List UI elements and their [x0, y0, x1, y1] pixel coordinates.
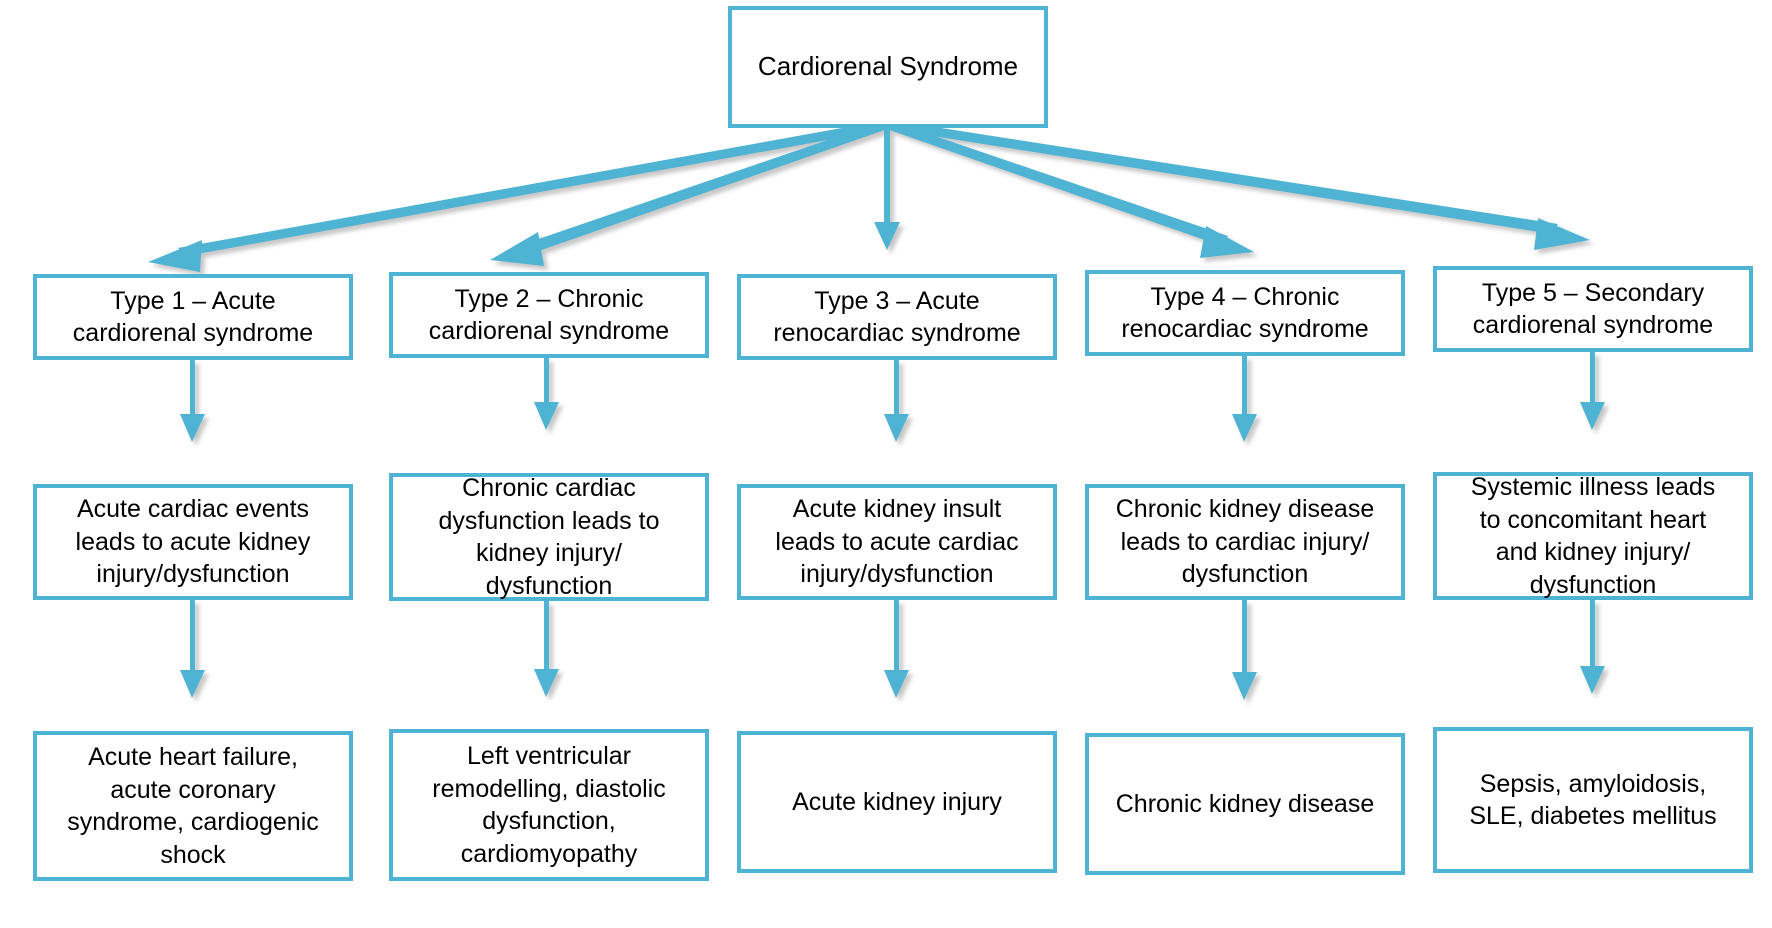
node-outcome-4[interactable]: Chronic kidney disease: [1085, 733, 1405, 875]
arrow-type-1-to-mech-1: [180, 360, 205, 442]
node-mechanism-2[interactable]: Chronic cardiac dysfunction leads to kid…: [389, 473, 709, 601]
node-type-3[interactable]: Type 3 – Acute renocardiac syndrome: [737, 274, 1057, 360]
arrow-mech-2-to-out-2: [534, 601, 559, 697]
node-cardiorenal-syndrome[interactable]: Cardiorenal Syndrome: [728, 6, 1048, 128]
node-outcome-5-label: Sepsis, amyloidosis, SLE, diabetes melli…: [1469, 769, 1717, 831]
arrow-root-to-type-4: [878, 120, 1254, 258]
node-mechanism-3[interactable]: Acute kidney insult leads to acute cardi…: [737, 484, 1057, 600]
node-outcome-5[interactable]: Sepsis, amyloidosis, SLE, diabetes melli…: [1433, 727, 1753, 873]
node-outcome-2-label: Left ventricular remodelling, diastolic …: [432, 742, 666, 868]
arrow-mech-4-to-out-4: [1232, 600, 1257, 700]
node-type-1-label: Type 1 – Acute cardiorenal syndrome: [72, 286, 314, 348]
arrow-root-to-type-3: [874, 120, 900, 250]
arrow-type-5-to-mech-5: [1580, 352, 1605, 430]
node-outcome-1-label: Acute heart failure, acute coronary synd…: [67, 743, 319, 869]
node-type-4-label: Type 4 – Chronic renocardiac syndrome: [1121, 282, 1369, 344]
arrow-type-3-to-mech-3: [884, 360, 909, 442]
node-root-label: Cardiorenal Syndrome: [757, 51, 1019, 82]
node-type-2-label: Type 2 – Chronic cardiorenal syndrome: [428, 284, 670, 346]
node-type-5-label: Type 5 – Secondary cardiorenal syndrome: [1472, 278, 1714, 340]
arrow-type-2-to-mech-2: [534, 358, 559, 430]
node-mechanism-4[interactable]: Chronic kidney disease leads to cardiac …: [1085, 484, 1405, 600]
arrow-root-to-type-2: [490, 120, 896, 266]
node-outcome-3-label: Acute kidney injury: [792, 787, 1002, 816]
node-mechanism-4-label: Chronic kidney disease leads to cardiac …: [1115, 495, 1375, 589]
node-mechanism-2-label: Chronic cardiac dysfunction leads to kid…: [438, 474, 660, 600]
arrow-mech-3-to-out-3: [884, 600, 909, 698]
arrow-mech-5-to-out-5: [1580, 600, 1605, 694]
node-outcome-2[interactable]: Left ventricular remodelling, diastolic …: [389, 729, 709, 881]
arrow-mech-1-to-out-1: [180, 600, 205, 698]
node-type-1[interactable]: Type 1 – Acute cardiorenal syndrome: [33, 274, 353, 360]
arrow-type-4-to-mech-4: [1232, 356, 1257, 442]
arrow-root-to-type-1: [148, 120, 894, 272]
node-outcome-3[interactable]: Acute kidney injury: [737, 731, 1057, 873]
node-outcome-1[interactable]: Acute heart failure, acute coronary synd…: [33, 731, 353, 881]
node-outcome-4-label: Chronic kidney disease: [1115, 789, 1375, 818]
node-type-3-label: Type 3 – Acute renocardiac syndrome: [773, 286, 1021, 348]
node-type-5[interactable]: Type 5 – Secondary cardiorenal syndrome: [1433, 266, 1753, 352]
node-type-2[interactable]: Type 2 – Chronic cardiorenal syndrome: [389, 272, 709, 358]
node-type-4[interactable]: Type 4 – Chronic renocardiac syndrome: [1085, 270, 1405, 356]
node-mechanism-1-label: Acute cardiac events leads to acute kidn…: [75, 495, 311, 589]
arrow-root-to-type-5: [882, 120, 1590, 250]
node-mechanism-5-label: Systemic illness leads to concomitant he…: [1470, 473, 1716, 599]
node-mechanism-1[interactable]: Acute cardiac events leads to acute kidn…: [33, 484, 353, 600]
node-mechanism-3-label: Acute kidney insult leads to acute cardi…: [775, 495, 1019, 589]
node-mechanism-5[interactable]: Systemic illness leads to concomitant he…: [1433, 472, 1753, 600]
